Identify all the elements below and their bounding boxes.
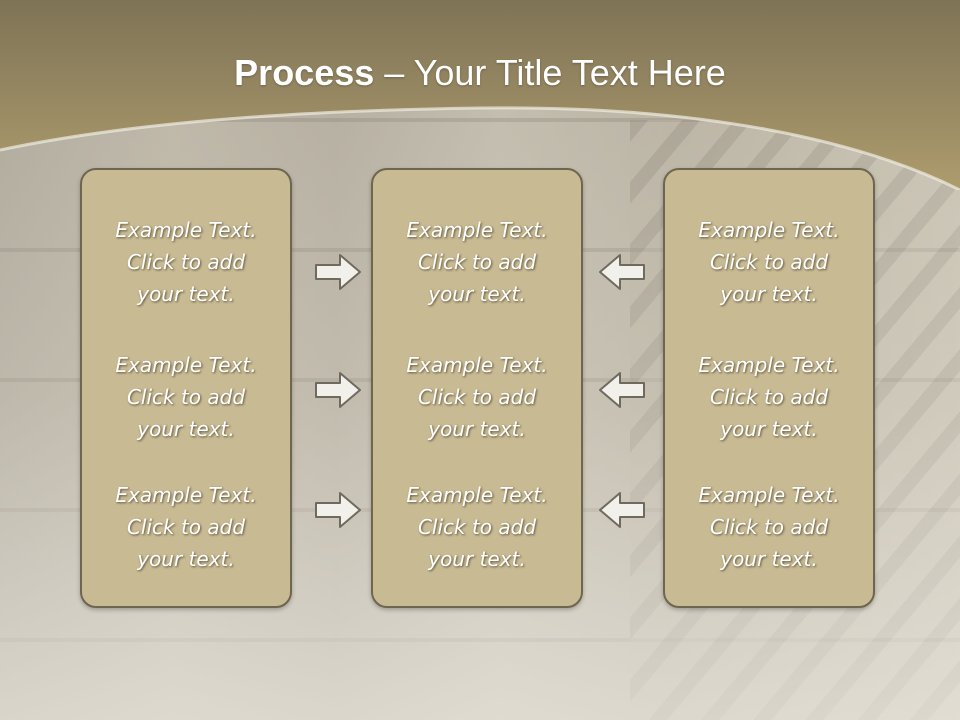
text-placeholder[interactable]: Example Text. Click to add your text. bbox=[406, 218, 548, 306]
left-arrow-icon bbox=[599, 254, 645, 290]
right-arrow-icon bbox=[315, 492, 361, 528]
left-arrow-icon bbox=[599, 492, 645, 528]
right-arrow-icon bbox=[315, 254, 361, 290]
left-arrow-icon bbox=[599, 372, 645, 408]
process-box-right[interactable]: Example Text. Click to add your text. Ex… bbox=[663, 168, 875, 608]
text-placeholder[interactable]: Example Text. Click to add your text. bbox=[115, 218, 257, 306]
process-box-center[interactable]: Example Text. Click to add your text. Ex… bbox=[371, 168, 583, 608]
text-placeholder[interactable]: Example Text. Click to add your text. bbox=[406, 483, 548, 571]
text-placeholder[interactable]: Example Text. Click to add your text. bbox=[698, 218, 840, 306]
text-placeholder[interactable]: Example Text. Click to add your text. bbox=[115, 353, 257, 441]
title-bold: Process bbox=[234, 52, 375, 93]
text-placeholder[interactable]: Example Text. Click to add your text. bbox=[115, 483, 257, 571]
text-placeholder[interactable]: Example Text. Click to add your text. bbox=[698, 483, 840, 571]
slide-title[interactable]: Process – Your Title Text Here bbox=[0, 52, 960, 94]
title-band: Process – Your Title Text Here bbox=[0, 0, 960, 190]
right-arrow-icon bbox=[315, 372, 361, 408]
text-placeholder[interactable]: Example Text. Click to add your text. bbox=[406, 353, 548, 441]
title-rest: – Your Title Text Here bbox=[374, 52, 726, 93]
text-placeholder[interactable]: Example Text. Click to add your text. bbox=[698, 353, 840, 441]
process-box-left[interactable]: Example Text. Click to add your text. Ex… bbox=[80, 168, 292, 608]
